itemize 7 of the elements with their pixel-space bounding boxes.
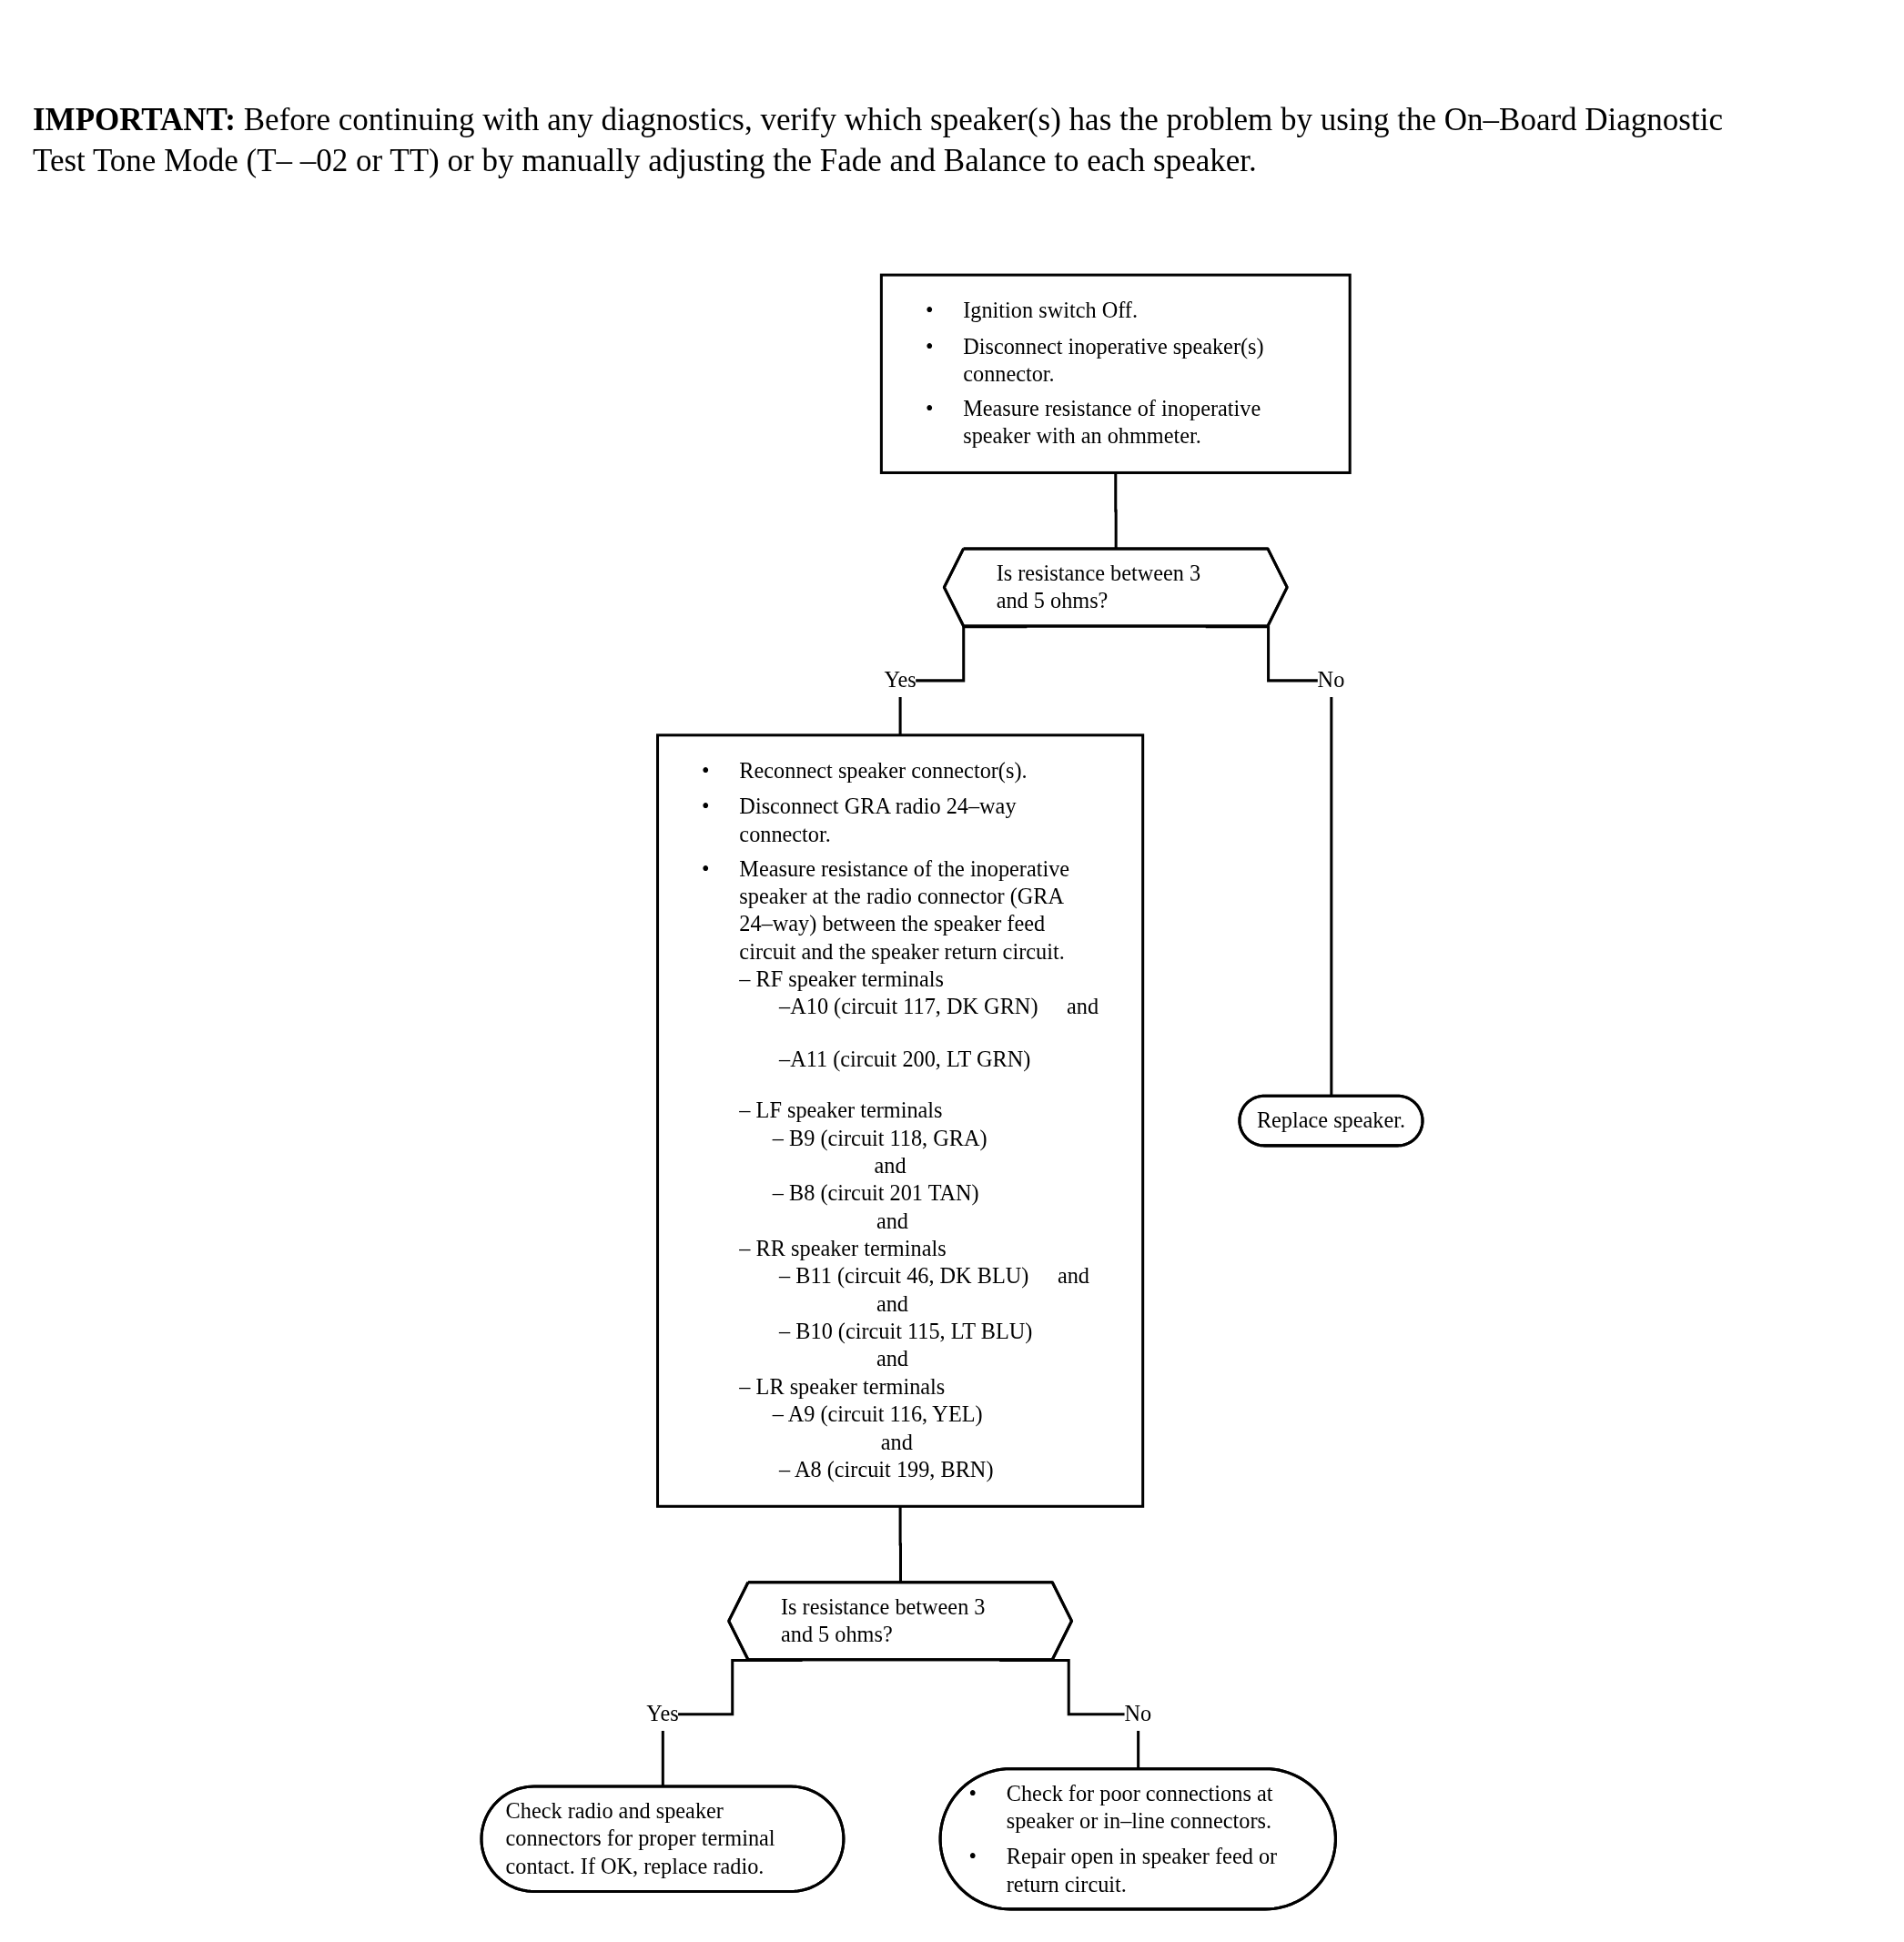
- node-box: • Reconnect speaker connector(s). • Disconnect GRA radio 24–way connector. • Measure resistance of the inoperative speaker at the radio connector (GRA 24–way) between the speaker feed circuit and the speaker return circuit. – RF speaker terminals –A10 (circuit 117, DK GRN) and –A11 (circuit 200, LT GRN) – LF speaker terminals – B9 (circuit 118, GRA) and – B8 (circuit 201 TAN) and – RR speaker terminals – B11 (circuit 46, DK BLU) and and – B10 (circuit 115, LT BLU) and – LR speaker terminals – A9 (circuit 116, YEL) and – A8 (circuit 199, BRN): [656, 733, 1145, 1508]
- edge-label: No: [1124, 1702, 1152, 1725]
- node-box: • Ignition switch Off. • Disconnect inoperative speaker(s) connector. • Measure resistance of inoperative speaker with an ohmmeter.: [879, 273, 1352, 474]
- edge-label: Yes: [646, 1702, 679, 1725]
- note-text: IMPORTANT: Before continuing with any diagnostics, verify which speaker(s) has the problem by using the On–Board Diagnostic Test Tone Mode (T– –02 or TT) or by manually adjusting the Fade and Balance to each speaker.: [33, 101, 1724, 180]
- edge-label: No: [1317, 668, 1345, 693]
- edge-label: Yes: [884, 668, 917, 693]
